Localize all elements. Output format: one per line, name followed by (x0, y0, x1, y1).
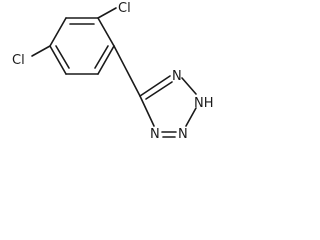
ring-bond-5 (49, 45, 67, 75)
tetrazole-bond-n4-c (139, 95, 155, 127)
ring-double-bond-right (94, 45, 109, 69)
tetrazole-bond-n1-n2 (181, 77, 197, 95)
atom-n-bottom-left: N (150, 127, 160, 142)
ring-double-bond-left (55, 45, 70, 69)
tetrazole-bond-n2-n3 (185, 107, 197, 127)
tetrazole-double-c-n1 (145, 81, 173, 100)
structure-diagram: Cl Cl N NH N N (0, 0, 234, 145)
bond-to-cl-top (97, 7, 117, 19)
tetrazole-bond-c-n1 (139, 75, 171, 97)
atom-nh: NH (194, 96, 214, 111)
benzene-ring (49, 17, 115, 75)
atom-cl-left: Cl (12, 53, 25, 68)
bond-to-cl-left (31, 45, 51, 57)
ring-bond-6 (49, 17, 67, 47)
atom-cl-top: Cl (118, 1, 131, 16)
ring-bond-2 (97, 17, 115, 47)
ring-bond-3 (97, 45, 115, 75)
atom-n-top: N (172, 69, 182, 84)
bond-ring-to-tetrazole (113, 45, 141, 97)
molecule-drawing: Cl Cl N NH N N (12, 1, 214, 142)
atom-n-bottom-right: N (178, 127, 188, 142)
tetrazole-ring (139, 75, 197, 138)
